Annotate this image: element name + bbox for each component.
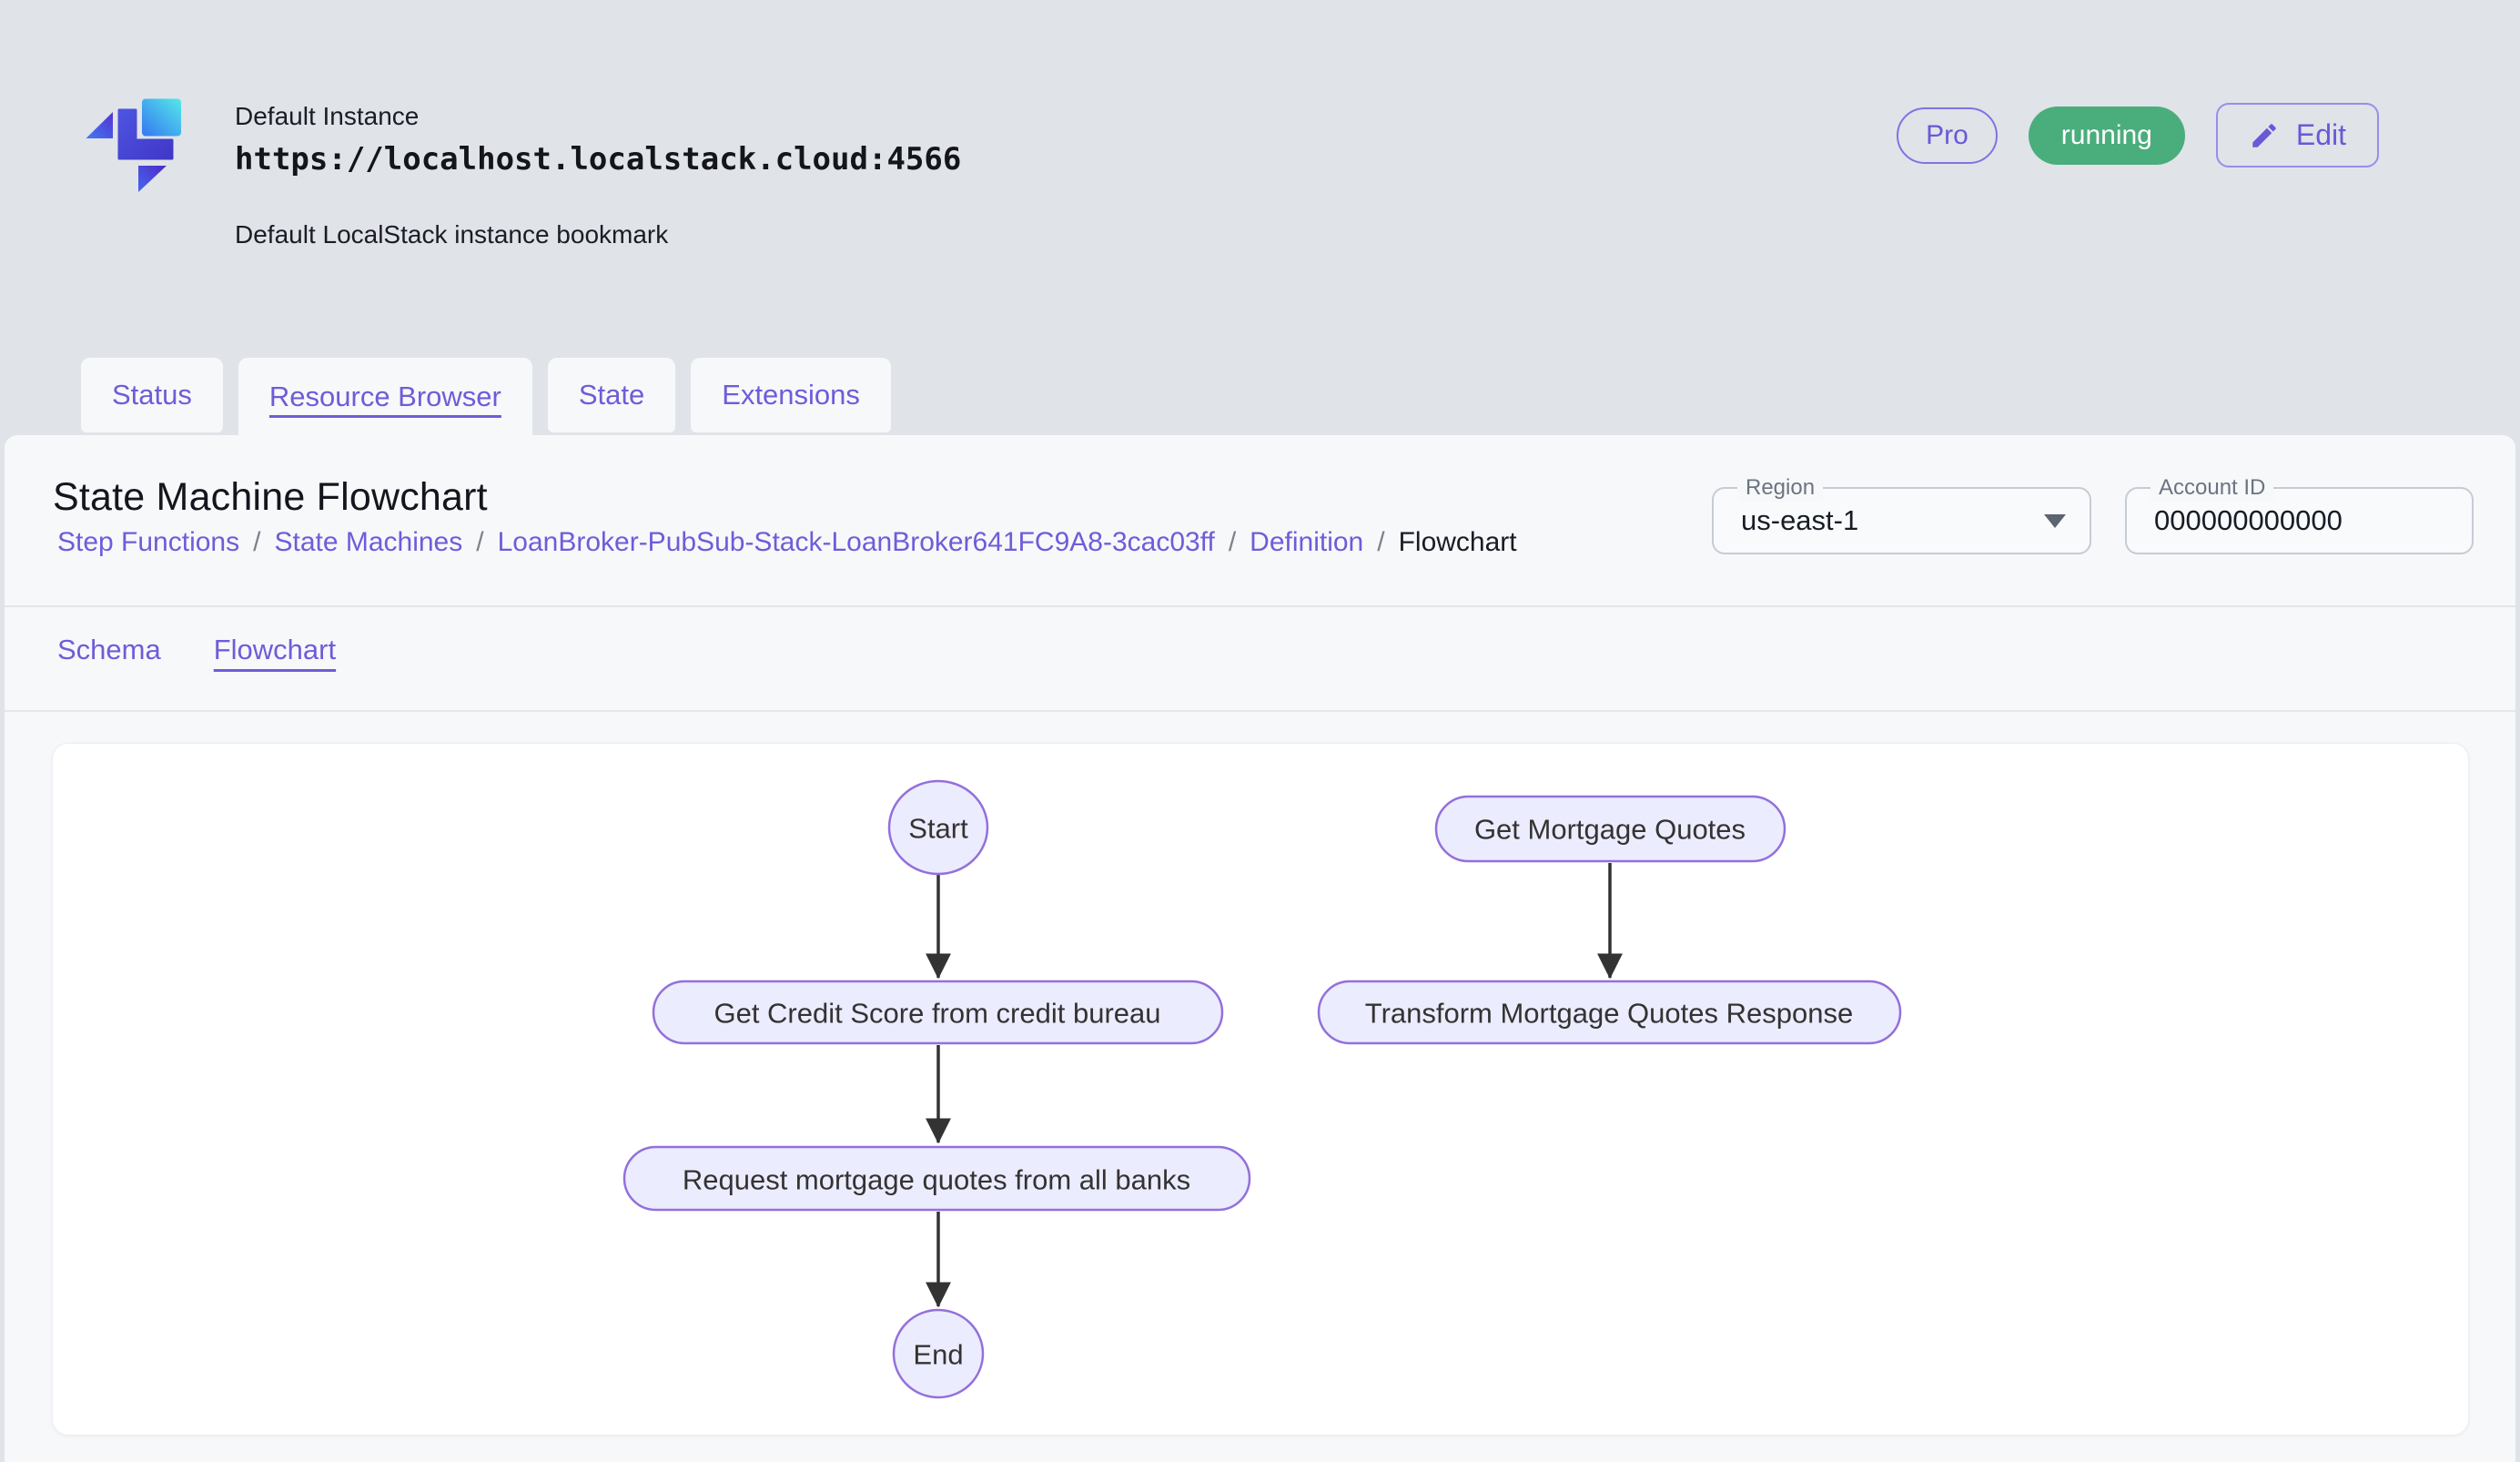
svg-text:Get Mortgage Quotes: Get Mortgage Quotes <box>1474 814 1746 846</box>
node-get-mortgage-quotes: Get Mortgage Quotes <box>1434 795 1786 863</box>
pro-badge: Pro <box>1897 107 1998 164</box>
account-id-field: Account ID <box>2125 474 2474 554</box>
breadcrumb-state-machines[interactable]: State Machines <box>274 527 463 557</box>
flowchart-canvas: Start Get Credit Score from credit burea… <box>52 743 2469 1436</box>
node-request-quotes: Request mortgage quotes from all banks <box>622 1145 1251 1212</box>
tab-resource-browser[interactable]: Resource Browser <box>238 358 532 436</box>
resource-browser-panel: State Machine Flowchart Step Functions /… <box>5 435 2515 1462</box>
svg-text:End: End <box>913 1339 963 1371</box>
chevron-down-icon <box>2044 513 2066 528</box>
breadcrumb-separator: / <box>476 527 484 557</box>
status-badge: running <box>2028 106 2185 165</box>
edit-button-label: Edit <box>2295 118 2346 151</box>
svg-text:Start: Start <box>908 813 968 845</box>
tab-status[interactable]: Status <box>81 358 223 432</box>
node-start: Start <box>887 779 989 876</box>
divider <box>5 605 2515 607</box>
breadcrumb-definition[interactable]: Definition <box>1250 527 1364 557</box>
svg-text:Transform Mortgage Quotes Resp: Transform Mortgage Quotes Response <box>1365 998 1853 1030</box>
instance-url: https://localhost.localstack.cloud:4566 <box>235 141 962 178</box>
breadcrumb-flowchart: Flowchart <box>1398 527 1517 557</box>
header-badges: Pro running Edit <box>1897 103 2379 168</box>
breadcrumb-separator: / <box>1228 527 1237 557</box>
breadcrumb: Step Functions / State Machines / LoanBr… <box>57 527 1517 558</box>
svg-text:Get Credit Score from credit b: Get Credit Score from credit bureau <box>713 998 1160 1030</box>
tab-extensions[interactable]: Extensions <box>691 358 891 432</box>
definition-subtabs: Schema Flowchart <box>57 634 336 677</box>
edit-button[interactable]: Edit <box>2215 103 2379 168</box>
localstack-logo <box>86 98 181 192</box>
instance-description: Default LocalStack instance bookmark <box>235 220 669 249</box>
page-title: State Machine Flowchart <box>53 475 488 519</box>
region-label: Region <box>1737 474 1824 502</box>
node-get-credit-score: Get Credit Score from credit bureau <box>652 980 1224 1045</box>
main-tabs: Status Resource Browser State Extensions <box>81 358 891 436</box>
instance-name: Default Instance <box>235 102 420 130</box>
breadcrumb-separator: / <box>253 527 261 557</box>
region-select[interactable]: Region us-east-1 <box>1712 474 2091 554</box>
pencil-icon <box>2252 123 2276 147</box>
node-transform-response: Transform Mortgage Quotes Response <box>1317 980 1902 1045</box>
node-end: End <box>892 1308 985 1399</box>
breadcrumb-separator: / <box>1377 527 1385 557</box>
tab-state[interactable]: State <box>547 358 676 432</box>
account-id-label: Account ID <box>2151 474 2274 502</box>
svg-text:Request mortgage quotes from a: Request mortgage quotes from all banks <box>683 1164 1190 1196</box>
region-value: us-east-1 <box>1741 504 1859 536</box>
divider <box>5 710 2515 712</box>
breadcrumb-state-machine-name[interactable]: LoanBroker-PubSub-Stack-LoanBroker641FC9… <box>497 527 1215 557</box>
subtab-schema[interactable]: Schema <box>57 634 161 665</box>
state-machine-flowchart: Start Get Credit Score from credit burea… <box>622 779 1902 1399</box>
breadcrumb-step-functions[interactable]: Step Functions <box>57 527 240 557</box>
subtab-flowchart[interactable]: Flowchart <box>213 634 337 665</box>
